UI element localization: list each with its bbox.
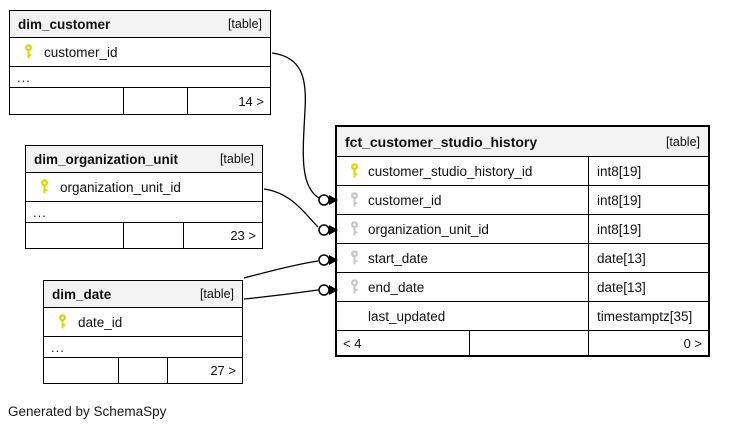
column-row-date-id[interactable]: date_id [44, 308, 242, 337]
column-name: customer_id [368, 192, 442, 208]
table-header[interactable]: dim_date [table] [44, 281, 242, 308]
relationship-customer-id [271, 52, 338, 206]
primary-key-icon [40, 179, 50, 195]
column-type: int8[19] [588, 215, 702, 243]
column-row-organization-unit-id[interactable]: organization_unit_id [26, 173, 262, 202]
columns-ellipsis-row: ... [10, 67, 270, 88]
column-name: customer_studio_history_id [368, 163, 533, 179]
column-type: date[13] [588, 273, 702, 301]
table-footer: 14 > [10, 88, 270, 114]
column-type: date[13] [588, 244, 702, 272]
table-footer: < 4 0 > [337, 331, 708, 355]
footer-cell [470, 331, 589, 355]
table-footer: 27 > [44, 358, 242, 383]
column-name: last_updated [368, 308, 446, 324]
table-header[interactable]: dim_organization_unit [table] [26, 146, 262, 173]
table-type-badge: [table] [665, 134, 700, 149]
table-title[interactable]: dim_organization_unit [34, 151, 179, 167]
column-name: organization_unit_id [368, 221, 489, 237]
related-tables-count[interactable]: 23 > [230, 228, 256, 243]
table-title[interactable]: fct_customer_studio_history [345, 133, 538, 150]
column-name: customer_id [44, 44, 118, 60]
foreign-key-icon [350, 250, 360, 266]
footer-cell [124, 223, 184, 248]
column-row-start-date[interactable]: start_date date[13] [337, 244, 708, 273]
table-header[interactable]: dim_customer [table] [10, 11, 270, 38]
outgoing-relations-count[interactable]: 0 > [683, 335, 702, 351]
relationship-start-date [243, 254, 338, 279]
table-dim-customer[interactable]: dim_customer [table] customer_id ... 14 … [9, 10, 271, 115]
foreign-key-icon [350, 192, 360, 208]
column-name: start_date [368, 250, 429, 266]
table-type-badge: [table] [227, 17, 262, 31]
ellipsis-label: ... [51, 339, 65, 355]
column-row-customer-id[interactable]: customer_id int8[19] [337, 186, 708, 215]
column-type: int8[19] [588, 186, 702, 214]
columns-ellipsis-row: ... [44, 337, 242, 358]
column-row-organization-unit-id[interactable]: organization_unit_id int8[19] [337, 215, 708, 244]
column-row-customer-id[interactable]: customer_id [10, 38, 270, 67]
table-dim-date[interactable]: dim_date [table] date_id ... 27 > [43, 280, 243, 384]
ellipsis-label: ... [33, 204, 47, 220]
ellipsis-label: ... [17, 69, 31, 85]
related-tables-count[interactable]: 14 > [238, 93, 264, 109]
primary-key-icon [58, 314, 68, 330]
table-dim-organization-unit[interactable]: dim_organization_unit [table] organizati… [25, 145, 263, 249]
column-row-customer-studio-history-id[interactable]: customer_studio_history_id int8[19] [337, 157, 708, 186]
column-row-last-updated[interactable]: last_updated timestamptz[35] [337, 302, 708, 331]
column-name: end_date [368, 279, 425, 295]
footer-cell [26, 223, 124, 248]
foreign-key-icon [350, 279, 360, 295]
footer-cell [119, 358, 168, 383]
table-footer: 23 > [26, 223, 262, 248]
column-type: timestamptz[35] [588, 302, 702, 330]
column-name: date_id [78, 314, 123, 330]
related-tables-count[interactable]: 27 > [210, 363, 236, 378]
table-header[interactable]: fct_customer_studio_history [table] [337, 127, 708, 157]
primary-key-icon [24, 44, 34, 60]
footer-cell [44, 358, 119, 383]
table-title[interactable]: dim_customer [18, 16, 111, 32]
footer-cell [10, 88, 124, 114]
table-title[interactable]: dim_date [52, 286, 112, 302]
table-type-badge: [table] [199, 287, 234, 301]
table-fct-customer-studio-history[interactable]: fct_customer_studio_history [table] cust… [335, 125, 710, 357]
footer-cell [124, 88, 188, 114]
primary-key-icon [350, 163, 360, 179]
column-type: int8[19] [588, 157, 702, 185]
column-name: organization_unit_id [60, 179, 181, 195]
columns-ellipsis-row: ... [26, 202, 262, 223]
incoming-relations-count[interactable]: < 4 [337, 331, 470, 355]
foreign-key-icon [350, 221, 360, 237]
relationship-organization-unit-id [263, 188, 338, 236]
generated-by-note: Generated by SchemaSpy [8, 404, 167, 419]
relationship-end-date [243, 284, 338, 300]
table-type-badge: [table] [219, 152, 254, 166]
column-row-end-date[interactable]: end_date date[13] [337, 273, 708, 302]
